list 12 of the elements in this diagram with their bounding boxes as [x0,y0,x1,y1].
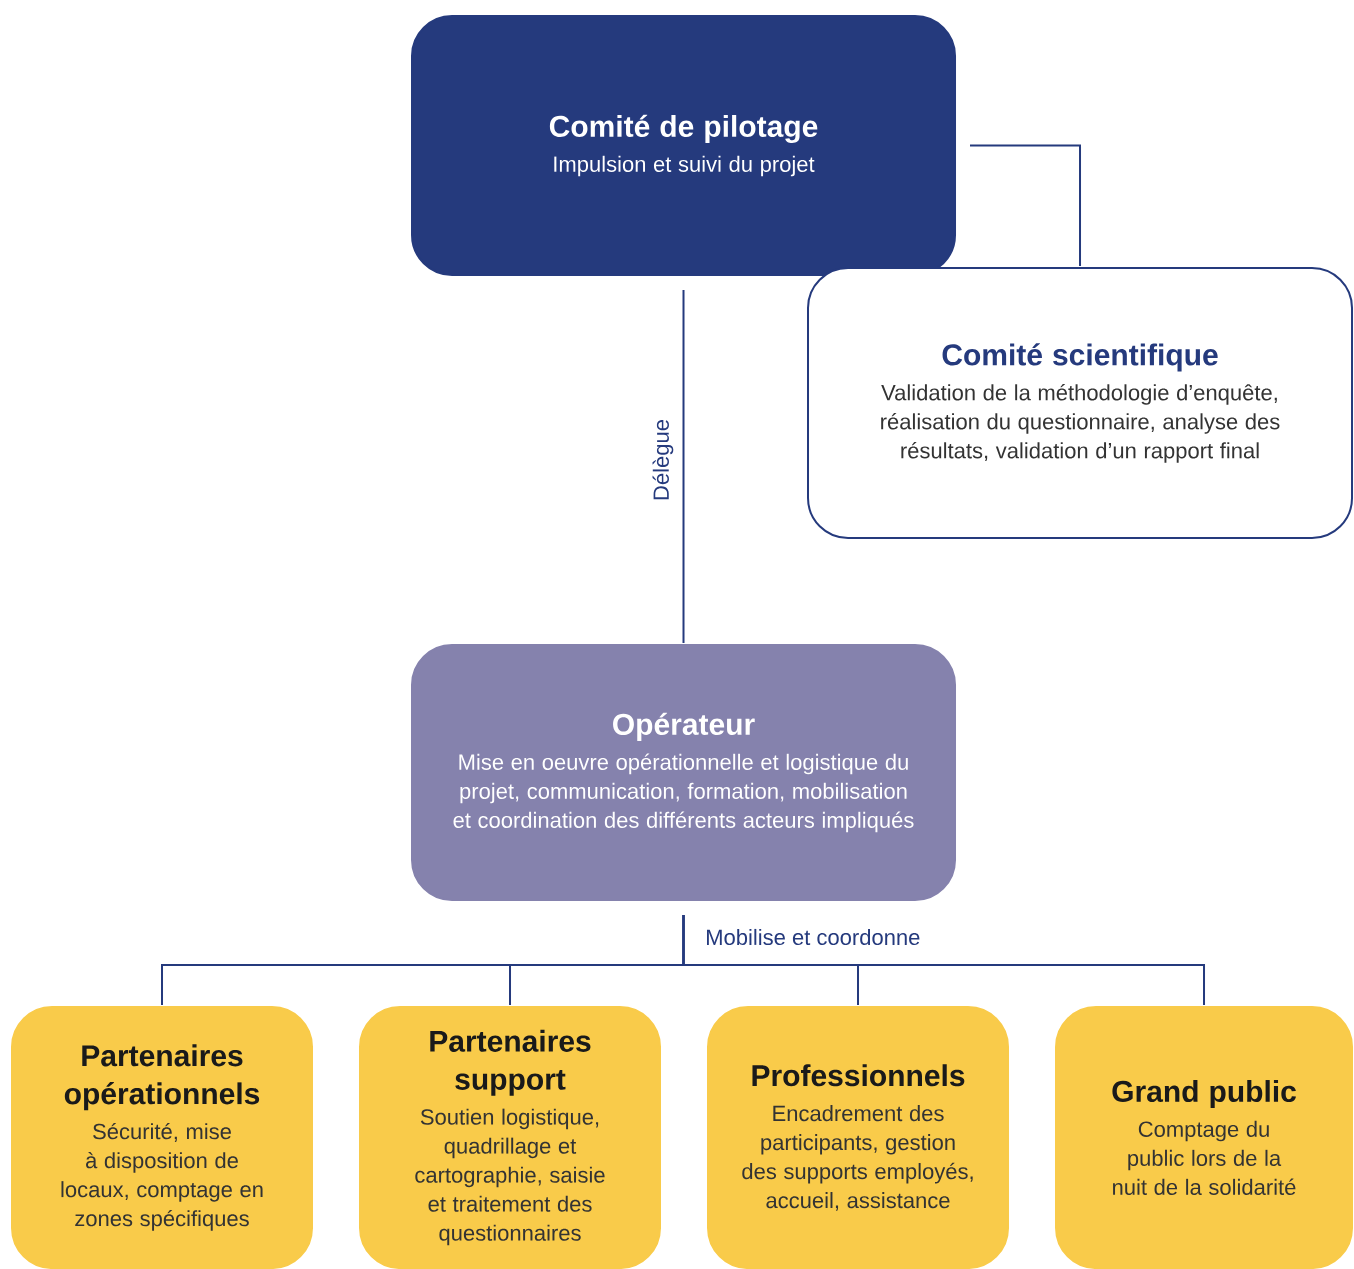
connector-line [682,289,685,644]
steering-committee-box: Comité de pilotage Impulsion et suivi du projet [411,15,956,276]
text-label: Mobilise et coordonne [703,926,923,948]
partner-box: Partenaires opérationnels Sécurité, mise à disposition de locaux, comptage en zones spécifiques [11,1006,313,1269]
operator-box: Opérateur Mise en oeuvre opérationnelle et logistique du projet, communication, formation, mobilisation et coordination des différents acteurs impliqués [411,644,956,901]
edge-label: Délègue [650,417,676,503]
scientific-committee-box: Comité scientifique Validation de la méthodologie d’enquête, réalisation du questionnaire, analyse des résultats, validation d’un rapport final [807,267,1353,539]
partner-box: Grand public Comptage du public lors de la nuit de la solidarité [1055,1006,1353,1269]
connector-line [682,914,1205,1006]
partner-box: Professionnels Encadrement des participants, gestion des supports employés, accueil, assistance [707,1006,1009,1269]
partner-box: Partenaires support Soutien logistique, quadrillage et cartographie, saisie et traitement des questionnaires [359,1006,661,1269]
connector-line [969,144,1081,267]
